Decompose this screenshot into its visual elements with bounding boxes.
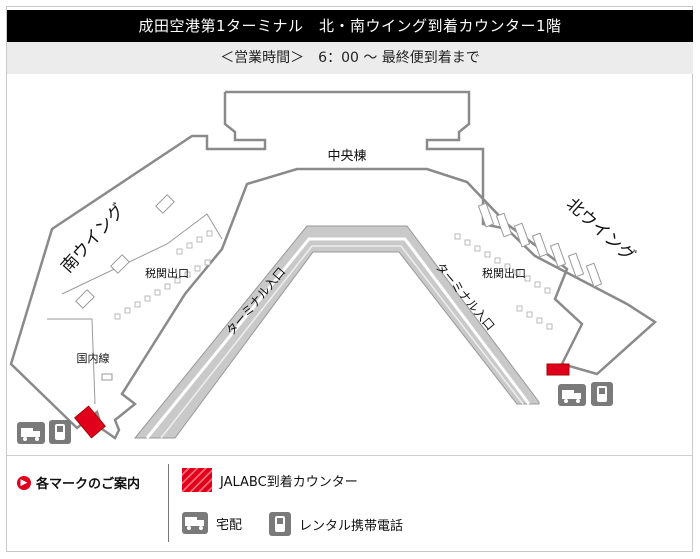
terminal-building — [9, 90, 658, 440]
arrow-bullet-icon: ▶ — [17, 475, 31, 490]
customs-exit-south-label: 税関出口 — [145, 266, 189, 280]
jalabc-counter-south[interactable] — [74, 405, 106, 439]
legend-delivery-label: 宅配 — [216, 517, 243, 533]
page-title: 成田空港第1ターミナル 北・南ウイング到着カウンター1階 — [7, 10, 693, 42]
central-building-label: 中央棟 — [327, 149, 366, 164]
terminal-map: 中央棟 南ウイング 北ウイング 税関出口 税関出口 国内線 ターミナル入口 ター… — [9, 90, 658, 444]
domestic-label: 国内線 — [77, 351, 110, 365]
legend-title-text: 各マークのご案内 — [36, 477, 141, 492]
delivery-icon[interactable] — [17, 422, 45, 444]
customs-exit-north-label: 税関出口 — [482, 266, 526, 280]
legend: ▶ 各マークのご案内 JALABC到着カウンター 宅配 レンタル携帯電話 — [7, 455, 693, 548]
delivery-icon[interactable] — [558, 384, 586, 406]
north-dot-row — [454, 233, 553, 330]
legend-item-delivery: 宅配 — [182, 512, 242, 534]
rental-phone-icon[interactable] — [49, 420, 71, 444]
legend-item-counter: JALABC到着カウンター — [182, 468, 358, 492]
jalabc-counter-north[interactable] — [546, 363, 570, 376]
counter-swatch-icon — [182, 468, 212, 492]
page-frame — [6, 6, 693, 552]
legend-item-phone: レンタル携帯電話 — [269, 512, 403, 536]
business-hours: ＜営業時間＞ 6：00 ～ 最終便到着まで — [7, 42, 693, 74]
rental-phone-icon — [269, 512, 291, 536]
access-road — [133, 225, 540, 439]
south-wing-counters — [75, 194, 175, 309]
south-dot-row — [114, 230, 213, 320]
delivery-icon — [182, 512, 208, 534]
legend-title: ▶ 各マークのご案内 — [17, 473, 140, 492]
rental-phone-icon[interactable] — [591, 382, 613, 406]
legend-counter-label: JALABC到着カウンター — [220, 474, 358, 490]
legend-divider — [168, 464, 169, 542]
legend-phone-label: レンタル携帯電話 — [299, 518, 404, 534]
north-wing-counters — [477, 202, 603, 288]
